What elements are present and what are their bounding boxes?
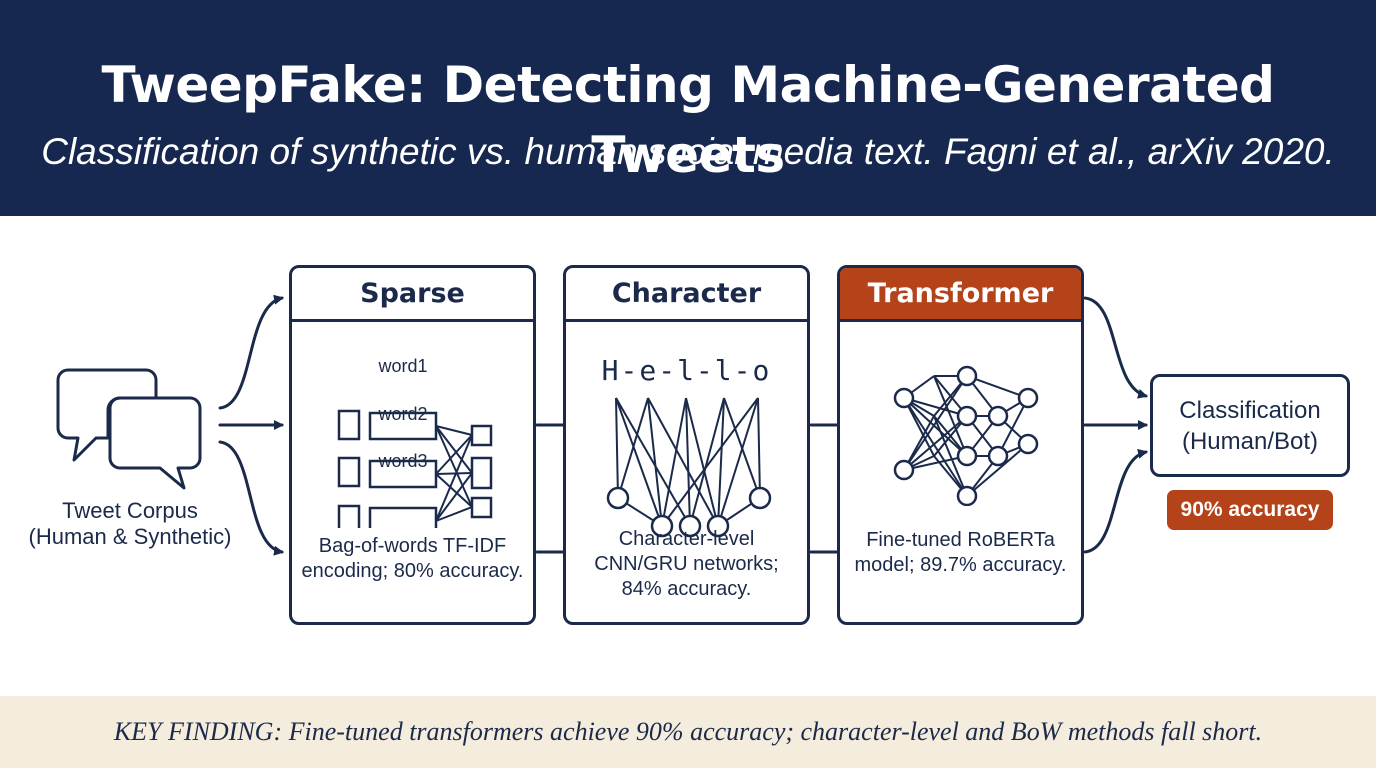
desc-line: 84% accuracy. — [621, 578, 752, 600]
corpus-label-line: (Human & Synthetic) — [28, 524, 232, 549]
tweet-corpus-label: Tweet Corpus (Human & Synthetic) — [10, 498, 250, 550]
stage-sparse-description: Bag-of-words TF-IDF encoding; 80% accura… — [292, 534, 533, 584]
character-network-icon — [606, 397, 772, 538]
desc-line: CNN/GRU networks; — [594, 553, 779, 575]
desc-line: encoding; 80% accuracy. — [301, 560, 524, 582]
key-finding-footer: KEY FINDING: Fine-tuned transformers ach… — [0, 696, 1376, 768]
stage-character-description: Character-level CNN/GRU networks; 84% ac… — [566, 527, 807, 602]
desc-line: Fine-tuned RoBERTa — [866, 529, 1055, 551]
header-banner: TweepFake: Detecting Machine-Generated T… — [0, 0, 1376, 216]
character-sequence: H-e-l-l-o — [601, 354, 772, 387]
arrow-out-bottom — [1083, 448, 1148, 554]
accuracy-badge: 90% accuracy — [1167, 490, 1333, 530]
stage-transformer-title: Transformer — [840, 268, 1081, 322]
page-title: TweepFake: Detecting Machine-Generated T… — [101, 56, 1275, 184]
stage-sparse-title: Sparse — [292, 268, 533, 322]
desc-line: Character-level — [618, 528, 755, 550]
transformer-network-icon — [893, 365, 1039, 506]
pipeline-diagram: Sparse — [0, 216, 1376, 696]
bag-of-words-icon — [337, 409, 493, 528]
arrow-out-top — [1083, 296, 1148, 399]
arrow-corpus-top — [218, 294, 284, 410]
arrow-corpus-bottom — [218, 440, 284, 556]
connector-lines — [56, 294, 1148, 556]
word-token-1: word1 — [378, 356, 428, 376]
classification-sublabel: (Human/Bot) — [1181, 427, 1319, 455]
chat-bubbles-icon — [56, 368, 202, 490]
page-subtitle: Classification of synthetic vs. human so… — [41, 131, 1335, 172]
stage-character-title: Character — [566, 268, 807, 322]
desc-line: model; 89.7% accuracy. — [854, 554, 1067, 576]
classification-label: Classification — [1179, 396, 1321, 424]
word-token-2: word2 — [378, 404, 428, 424]
corpus-label-line: Tweet Corpus — [62, 498, 198, 523]
desc-line: Bag-of-words TF-IDF — [318, 535, 507, 557]
stage-sparse: Sparse — [289, 265, 536, 625]
stage-transformer-description: Fine-tuned RoBERTa model; 89.7% accuracy… — [840, 528, 1081, 578]
classification-output-box: Classification (Human/Bot) — [1150, 374, 1350, 477]
word-token-3: word3 — [378, 451, 428, 471]
stage-character: Character H-e-l-l-o Character-level CNN/… — [563, 265, 810, 625]
stage-transformer: Transformer — [837, 265, 1084, 625]
